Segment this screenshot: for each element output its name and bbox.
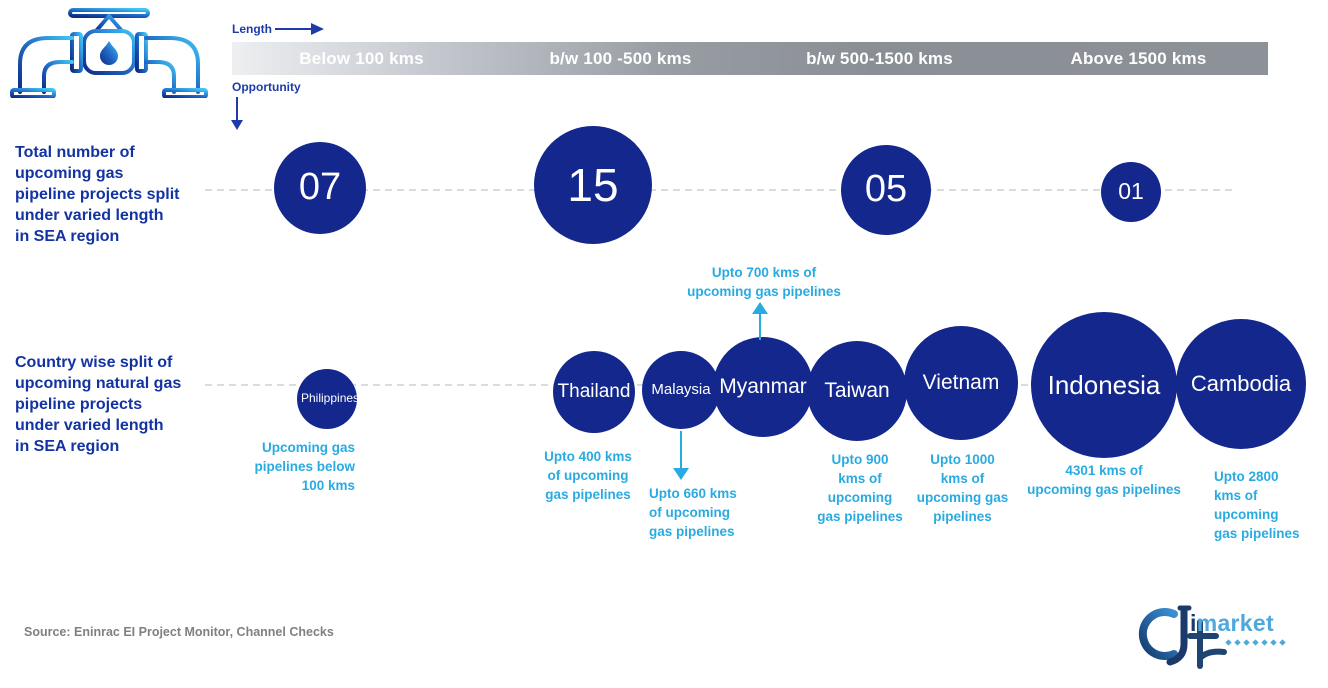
- country-circle-vietnam: Vietnam: [904, 326, 1018, 440]
- country-name: Taiwan: [824, 379, 890, 403]
- row1-guide-line: [205, 189, 1235, 191]
- source-note: Source: Eninrac EI Project Monitor, Chan…: [24, 625, 334, 639]
- country-circle-cambodia: Cambodia: [1176, 319, 1306, 449]
- count-value: 07: [298, 166, 342, 209]
- country-name: Philippines: [301, 391, 360, 406]
- country-name: Malaysia: [651, 380, 711, 398]
- length-category-below-100: Below 100 kms: [299, 48, 424, 68]
- country-circle-malaysia: Malaysia: [642, 351, 720, 429]
- count-circle-above-1500: 01: [1101, 162, 1161, 222]
- country-name: Indonesia: [1047, 369, 1161, 400]
- length-axis-label: Length: [232, 22, 324, 36]
- opportunity-label: Opportunity: [232, 80, 301, 94]
- count-value: 05: [864, 168, 908, 211]
- gas-pipeline-valve-icon: [8, 4, 210, 99]
- country-circle-thailand: Thailand: [553, 351, 635, 433]
- country-circle-philippines: Philippines: [297, 369, 360, 429]
- count-value: 01: [1118, 178, 1144, 205]
- logo-text-market: market: [1196, 610, 1274, 636]
- imarket-logo: imarket: [1128, 596, 1308, 682]
- length-label: Length: [232, 22, 272, 36]
- count-circle-500-1500: 05: [841, 145, 931, 235]
- logo-text-i: i: [1190, 610, 1197, 636]
- country-circle-taiwan: Taiwan: [807, 341, 907, 441]
- imarket-wordmark: imarket: [1190, 610, 1274, 637]
- length-category-above-1500: Above 1500 kms: [1070, 48, 1207, 68]
- logo-dots: [1225, 639, 1286, 646]
- count-value: 15: [567, 158, 619, 211]
- country-circle-myanmar: Myanmar: [713, 337, 813, 437]
- count-circle-below-100: 07: [274, 142, 366, 234]
- right-arrow-icon: [275, 23, 324, 35]
- flame-icon: [100, 41, 118, 65]
- country-circle-indonesia: Indonesia: [1031, 312, 1177, 458]
- length-category-100-500: b/w 100 -500 kms: [549, 48, 692, 68]
- country-name: Vietnam: [922, 371, 1000, 395]
- imarket-logo-mark: [1138, 605, 1227, 669]
- length-category-500-1500: b/w 500-1500 kms: [806, 48, 953, 68]
- length-category-bar: Below 100 kms b/w 100 -500 kms b/w 500-1…: [232, 42, 1268, 75]
- country-name: Cambodia: [1190, 370, 1292, 396]
- count-circle-100-500: 15: [534, 126, 652, 244]
- country-name: Myanmar: [719, 375, 807, 399]
- country-name: Thailand: [557, 380, 631, 402]
